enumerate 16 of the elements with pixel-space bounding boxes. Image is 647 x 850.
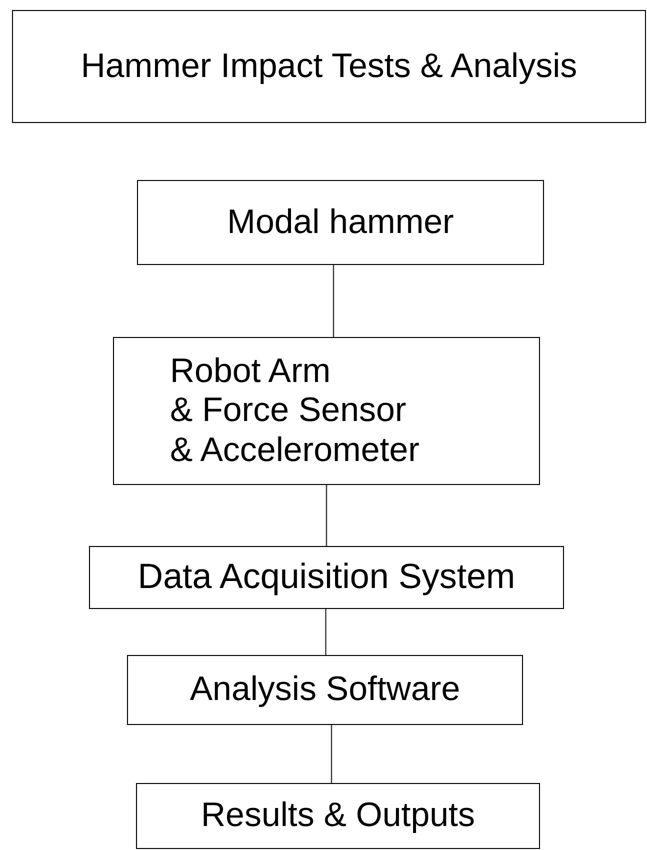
node-label: Modal hammer <box>227 202 454 242</box>
node-label: Results & Outputs <box>200 796 475 836</box>
node-label: Data Acquisition System <box>138 557 516 598</box>
title-text: Hammer Impact Tests & Analysis <box>80 46 578 86</box>
process-box <box>89 546 564 609</box>
connector-line <box>330 725 332 783</box>
process-box <box>113 337 540 485</box>
node-label: Robot Arm & Force Sensor & Accelerometer <box>170 352 420 470</box>
node-label: Analysis Software <box>190 670 460 710</box>
process-box <box>127 655 523 725</box>
process-box <box>136 783 540 849</box>
process-box <box>137 180 544 265</box>
connector-line <box>326 485 328 546</box>
connector-line <box>332 265 334 337</box>
connector-line <box>325 609 326 655</box>
title-box <box>12 10 646 123</box>
